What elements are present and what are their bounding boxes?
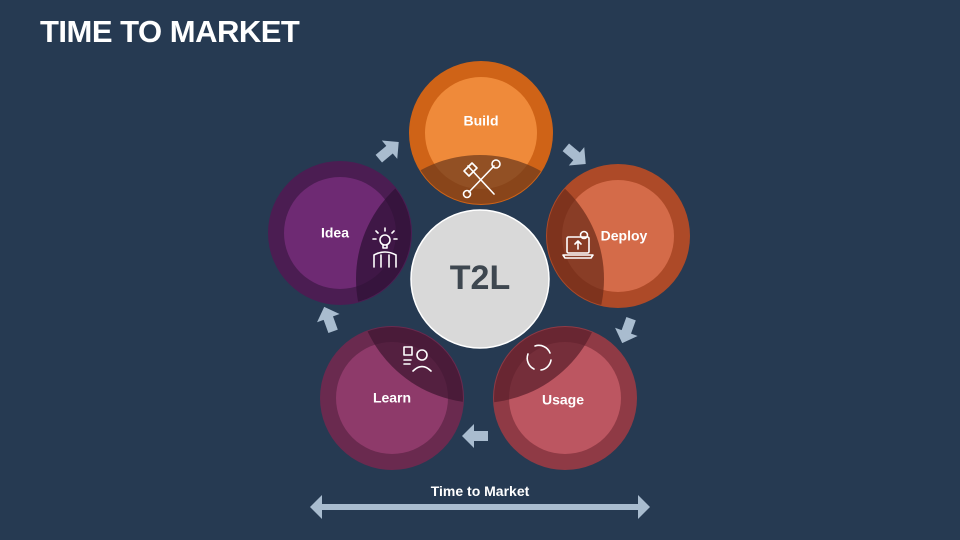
cycle-arrow-usage-to-learn	[462, 424, 488, 448]
cycle-arrow-build-to-deploy	[562, 143, 586, 166]
cycle-arrow-learn-to-idea	[317, 306, 340, 333]
lightbulb-person-icon	[372, 227, 398, 268]
timeline: Time to Market	[310, 483, 650, 519]
cycle-icon	[526, 344, 552, 371]
laptop-upload-icon	[562, 230, 594, 259]
timeline-double-arrow	[310, 495, 650, 519]
step-label-build: Build	[464, 113, 499, 129]
cycle-arrow-deploy-to-usage	[615, 317, 638, 344]
hammer-wrench-icon	[462, 159, 501, 199]
cycle-arrow-idea-to-build	[375, 140, 399, 163]
step-build: Build	[409, 61, 553, 205]
center-label: T2L	[450, 259, 510, 297]
step-label-usage: Usage	[542, 392, 584, 408]
step-usage: Usage	[493, 326, 637, 470]
step-label-learn: Learn	[373, 390, 411, 406]
step-label-idea: Idea	[321, 225, 349, 241]
timeline-label: Time to Market	[431, 483, 530, 499]
learner-icon	[403, 346, 432, 372]
step-idea: Idea	[268, 161, 412, 305]
step-learn: Learn	[320, 326, 464, 470]
step-deploy: Deploy	[546, 164, 690, 308]
step-label-deploy: Deploy	[601, 228, 648, 244]
center-hub: T2L	[410, 209, 550, 349]
page-title: TIME TO MARKET	[40, 14, 300, 49]
